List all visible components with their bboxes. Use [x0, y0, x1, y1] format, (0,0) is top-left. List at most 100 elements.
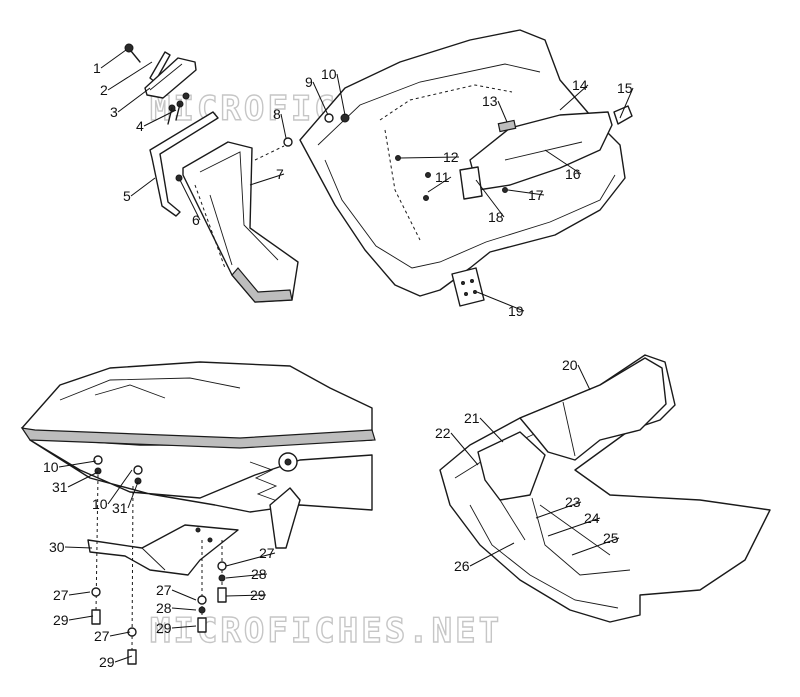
clip-part-15 [613, 105, 633, 125]
plate-part-18 [459, 166, 483, 200]
liner-part-16 [469, 111, 613, 191]
leader-line [280, 113, 287, 139]
callout-c12: 12 [399, 149, 460, 165]
callout-label: 8 [273, 106, 281, 122]
callout-label: 11 [435, 169, 450, 185]
callout-c9: 9 [305, 74, 329, 116]
callout-c31a: 31 [52, 471, 99, 495]
callout-c31b: 31 [112, 481, 139, 516]
leader-line [312, 81, 329, 116]
leader-line [68, 615, 94, 621]
callout-label: 12 [443, 149, 459, 165]
callout-c8: 8 [273, 106, 287, 139]
callout-label: 30 [49, 539, 65, 555]
callout-label: 31 [112, 500, 128, 516]
leader-line [100, 49, 127, 69]
callout-c5: 5 [123, 177, 156, 204]
callout-label: 2 [100, 82, 108, 98]
callout-label: 28 [156, 600, 172, 616]
leader-line [507, 189, 545, 196]
leader-line [171, 607, 197, 611]
leader-line [399, 156, 460, 159]
hull-lower-body [29, 439, 373, 513]
leader-line [143, 109, 177, 127]
callout-c26: 26 [454, 542, 515, 574]
callout-label: 25 [603, 530, 619, 546]
leader-line [249, 173, 285, 186]
callout-c29b: 29 [53, 612, 94, 628]
leader-line [577, 364, 591, 391]
callout-c28a: 28 [225, 566, 268, 582]
callout-c30: 30 [49, 539, 93, 555]
leader-line [225, 552, 276, 567]
callout-c3: 3 [110, 87, 151, 120]
callout-c13: 13 [482, 93, 508, 123]
rear-bumper-assembly [439, 354, 771, 623]
leader-line [544, 149, 582, 175]
leader-line [225, 573, 268, 579]
callout-label: 23 [565, 494, 581, 510]
callout-c4: 4 [136, 109, 177, 134]
callout-c23: 23 [535, 494, 582, 519]
leader-line [497, 100, 508, 123]
leader-line [58, 460, 97, 468]
rail-part-5 [149, 111, 219, 217]
callout-c29c: 29 [156, 620, 197, 636]
callout-label: 28 [251, 566, 267, 582]
leader-line [547, 517, 601, 537]
callout-label: 10 [321, 66, 337, 82]
callout-label: 27 [259, 545, 275, 561]
callout-label: 29 [156, 620, 172, 636]
hull-side-panel [299, 29, 626, 297]
emblem-part-13 [497, 119, 517, 133]
callout-c28b: 28 [156, 600, 197, 616]
callout-c21: 21 [464, 410, 504, 443]
bracket-part-30 [87, 524, 239, 576]
leader-line [127, 481, 139, 509]
callout-label: 22 [435, 425, 451, 441]
callout-c6: 6 [179, 179, 201, 228]
leader-line [619, 87, 634, 119]
rear-trim-assembly [124, 43, 299, 303]
leader-line [475, 179, 505, 218]
callout-c14: 14 [559, 77, 589, 111]
leader-line [117, 87, 151, 113]
callout-c2: 2 [100, 61, 153, 98]
callout-c20: 20 [562, 357, 591, 391]
callout-c24: 24 [547, 510, 601, 537]
leader-line [171, 625, 197, 629]
callout-label: 21 [464, 410, 480, 426]
callout-label: 24 [584, 510, 600, 526]
leader-line [130, 177, 156, 197]
callout-c19: 19 [476, 291, 525, 319]
callout-c29d: 29 [99, 654, 133, 670]
callout-label: 29 [53, 612, 69, 628]
plate-part-19 [451, 267, 485, 307]
callout-c22: 22 [435, 425, 479, 466]
leader-line [535, 501, 582, 519]
leader-line [67, 471, 99, 488]
callout-label: 16 [565, 166, 581, 182]
callout-label: 13 [482, 93, 498, 109]
liner-part-20 [519, 357, 667, 461]
callout-c10a: 10 [321, 66, 346, 116]
callout-label: 5 [123, 188, 131, 204]
panel-part-21 [477, 431, 546, 501]
leader-line [114, 655, 133, 663]
fasteners-part-4 [167, 92, 190, 125]
side-trim-part-7 [182, 141, 299, 303]
leader-line [68, 591, 91, 596]
leader-line [336, 73, 346, 116]
leader-line [427, 176, 452, 193]
leader-line [64, 546, 93, 549]
callout-label: 15 [617, 80, 633, 96]
callout-label: 20 [562, 357, 578, 373]
callout-label: 27 [53, 587, 69, 603]
leader-line [571, 537, 620, 556]
callout-label: 9 [305, 74, 313, 90]
callout-c27b: 27 [53, 587, 91, 603]
callout-c10c: 10 [92, 469, 133, 512]
leader-line [109, 631, 131, 637]
